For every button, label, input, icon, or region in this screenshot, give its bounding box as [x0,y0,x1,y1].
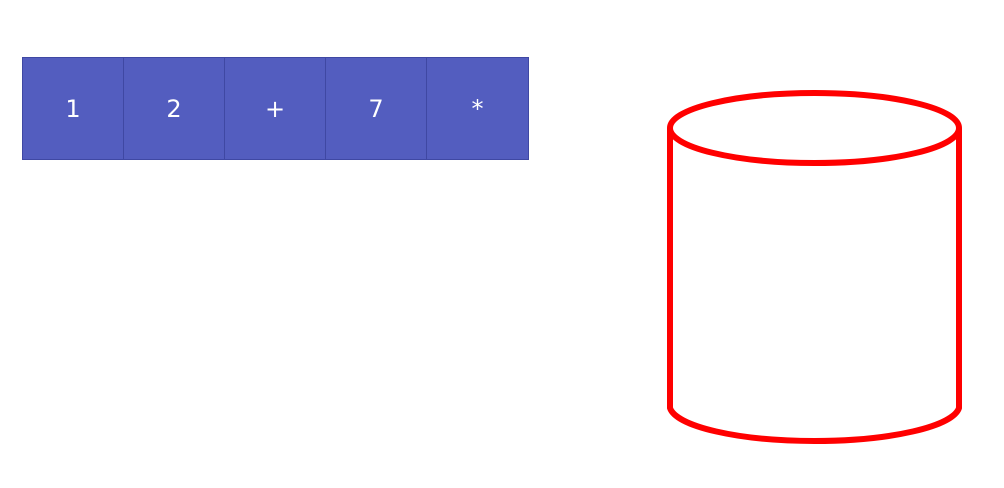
token-label: + [264,94,286,123]
token-label: 2 [166,94,182,123]
token-label: 7 [368,94,384,123]
token-label: * [471,94,484,123]
cylinder-body [667,128,962,444]
token-cell-1: 1 [23,58,124,159]
token-cell-5: * [427,58,528,159]
cylinder-top [667,90,962,166]
token-cell-4: 7 [326,58,427,159]
database-cylinder-icon [667,90,962,444]
token-label: 1 [65,94,81,123]
token-cell-2: 2 [124,58,225,159]
token-sequence: 1 2 + 7 * [22,57,529,160]
token-cell-3: + [225,58,326,159]
